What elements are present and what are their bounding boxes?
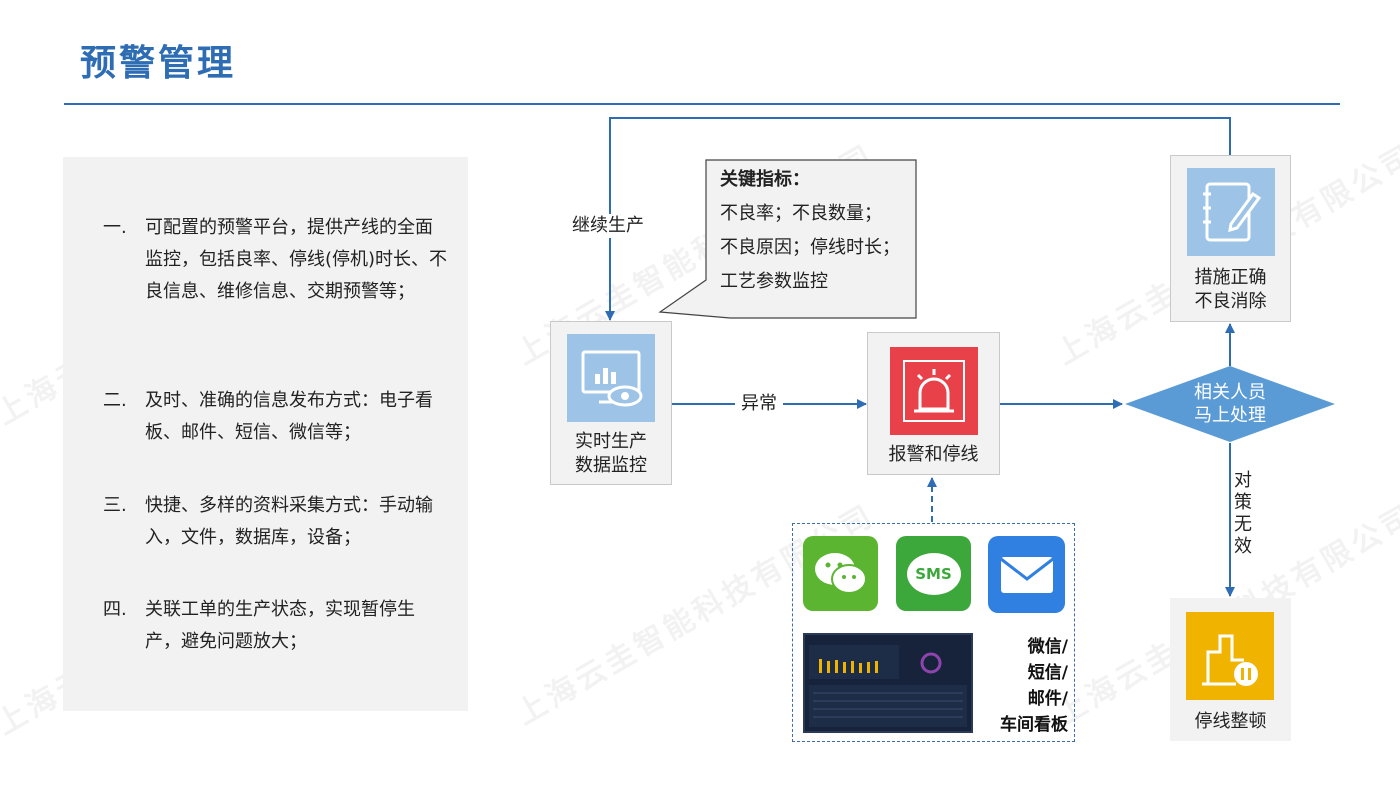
workshop-dashboard-thumbnail <box>803 633 973 733</box>
handle-label-line: 马上处理 <box>1194 405 1266 426</box>
channel-line: 微信/ <box>1027 637 1068 657</box>
continue-label: 继续生产 <box>566 214 650 238</box>
abnormal-label: 异常 <box>735 392 783 416</box>
fix-label-line: 不良消除 <box>1194 291 1267 312</box>
invalid-char: 对 <box>1234 470 1252 491</box>
callout-heading: 关键指标： <box>720 169 810 190</box>
invalid-char: 策 <box>1234 492 1252 513</box>
callout-line: 不良率；不良数量； <box>720 203 882 224</box>
line-pause-icon <box>1186 612 1274 700</box>
feature-text: 及时、准确的信息发布方式：电子看板、邮件、短信、微信等； <box>145 390 433 443</box>
feature-number: 三. <box>103 495 127 516</box>
handle-label: 相关人员 马上处理 <box>1160 381 1300 427</box>
callout-content: 关键指标： 不良率；不良数量； 不良原因；停线时长； 工艺参数监控 <box>720 163 910 299</box>
channel-line: 邮件/ <box>1027 689 1068 709</box>
wechat-icon <box>803 536 878 611</box>
feature-number: 一. <box>103 217 127 238</box>
feature-text: 关联工单的生产状态，实现暂停生产，避免问题放大； <box>145 599 415 652</box>
callout-bubble <box>658 159 917 319</box>
handle-label-line: 相关人员 <box>1194 382 1266 403</box>
monitor-eye-icon <box>567 334 655 422</box>
monitor-node: 实时生产 数据监控 <box>550 321 672 485</box>
callout-line: 工艺参数监控 <box>720 271 828 292</box>
callout-line: 不良原因；停线时长； <box>720 237 900 258</box>
channel-line: 车间看板 <box>1000 715 1068 735</box>
fix-node: 措施正确 不良消除 <box>1170 155 1291 322</box>
sms-text: SMS <box>915 564 952 583</box>
feature-item: 二. 及时、准确的信息发布方式：电子看板、邮件、短信、微信等； <box>103 385 448 449</box>
channel-line: 短信/ <box>1027 663 1068 683</box>
feature-item: 三. 快捷、多样的资料采集方式：手动输入，文件，数据库，设备； <box>103 490 448 554</box>
feature-number: 四. <box>103 599 127 620</box>
invalid-char: 无 <box>1234 514 1252 535</box>
feature-panel: 一. 可配置的预警平台，提供产线的全面监控，包括良率、停线(停机)时长、不良信息… <box>63 157 468 711</box>
invalid-label: 对 策 无 效 <box>1233 470 1253 558</box>
fix-label-line: 措施正确 <box>1194 267 1267 288</box>
invalid-char: 效 <box>1234 536 1252 557</box>
sms-icon: SMS <box>896 536 971 611</box>
feature-item: 四. 关联工单的生产状态，实现暂停生产，避免问题放大； <box>103 594 448 658</box>
feature-text: 可配置的预警平台，提供产线的全面监控，包括良率、停线(停机)时长、不良信息、维修… <box>145 217 448 302</box>
monitor-label-line: 实时生产 <box>575 431 647 452</box>
notification-channels: SMS 微信/ 短信/ 邮件/ 车间看板 <box>792 523 1075 742</box>
stop-label: 停线整顿 <box>1194 711 1267 732</box>
stop-node: 停线整顿 <box>1170 598 1291 741</box>
feature-text: 快捷、多样的资料采集方式：手动输入，文件，数据库，设备； <box>145 495 433 548</box>
page-title: 预警管理 <box>80 43 237 84</box>
title-divider <box>64 103 1340 105</box>
feature-number: 二. <box>103 390 127 411</box>
edit-note-icon <box>1187 168 1275 256</box>
monitor-label-line: 数据监控 <box>575 455 647 476</box>
alarm-label: 报警和停线 <box>888 444 979 465</box>
alarm-light-icon <box>890 347 978 435</box>
handle-diamond <box>1125 366 1335 442</box>
alarm-node: 报警和停线 <box>867 332 1000 475</box>
feature-item: 一. 可配置的预警平台，提供产线的全面监控，包括良率、停线(停机)时长、不良信息… <box>103 212 448 308</box>
mail-icon <box>988 536 1065 613</box>
